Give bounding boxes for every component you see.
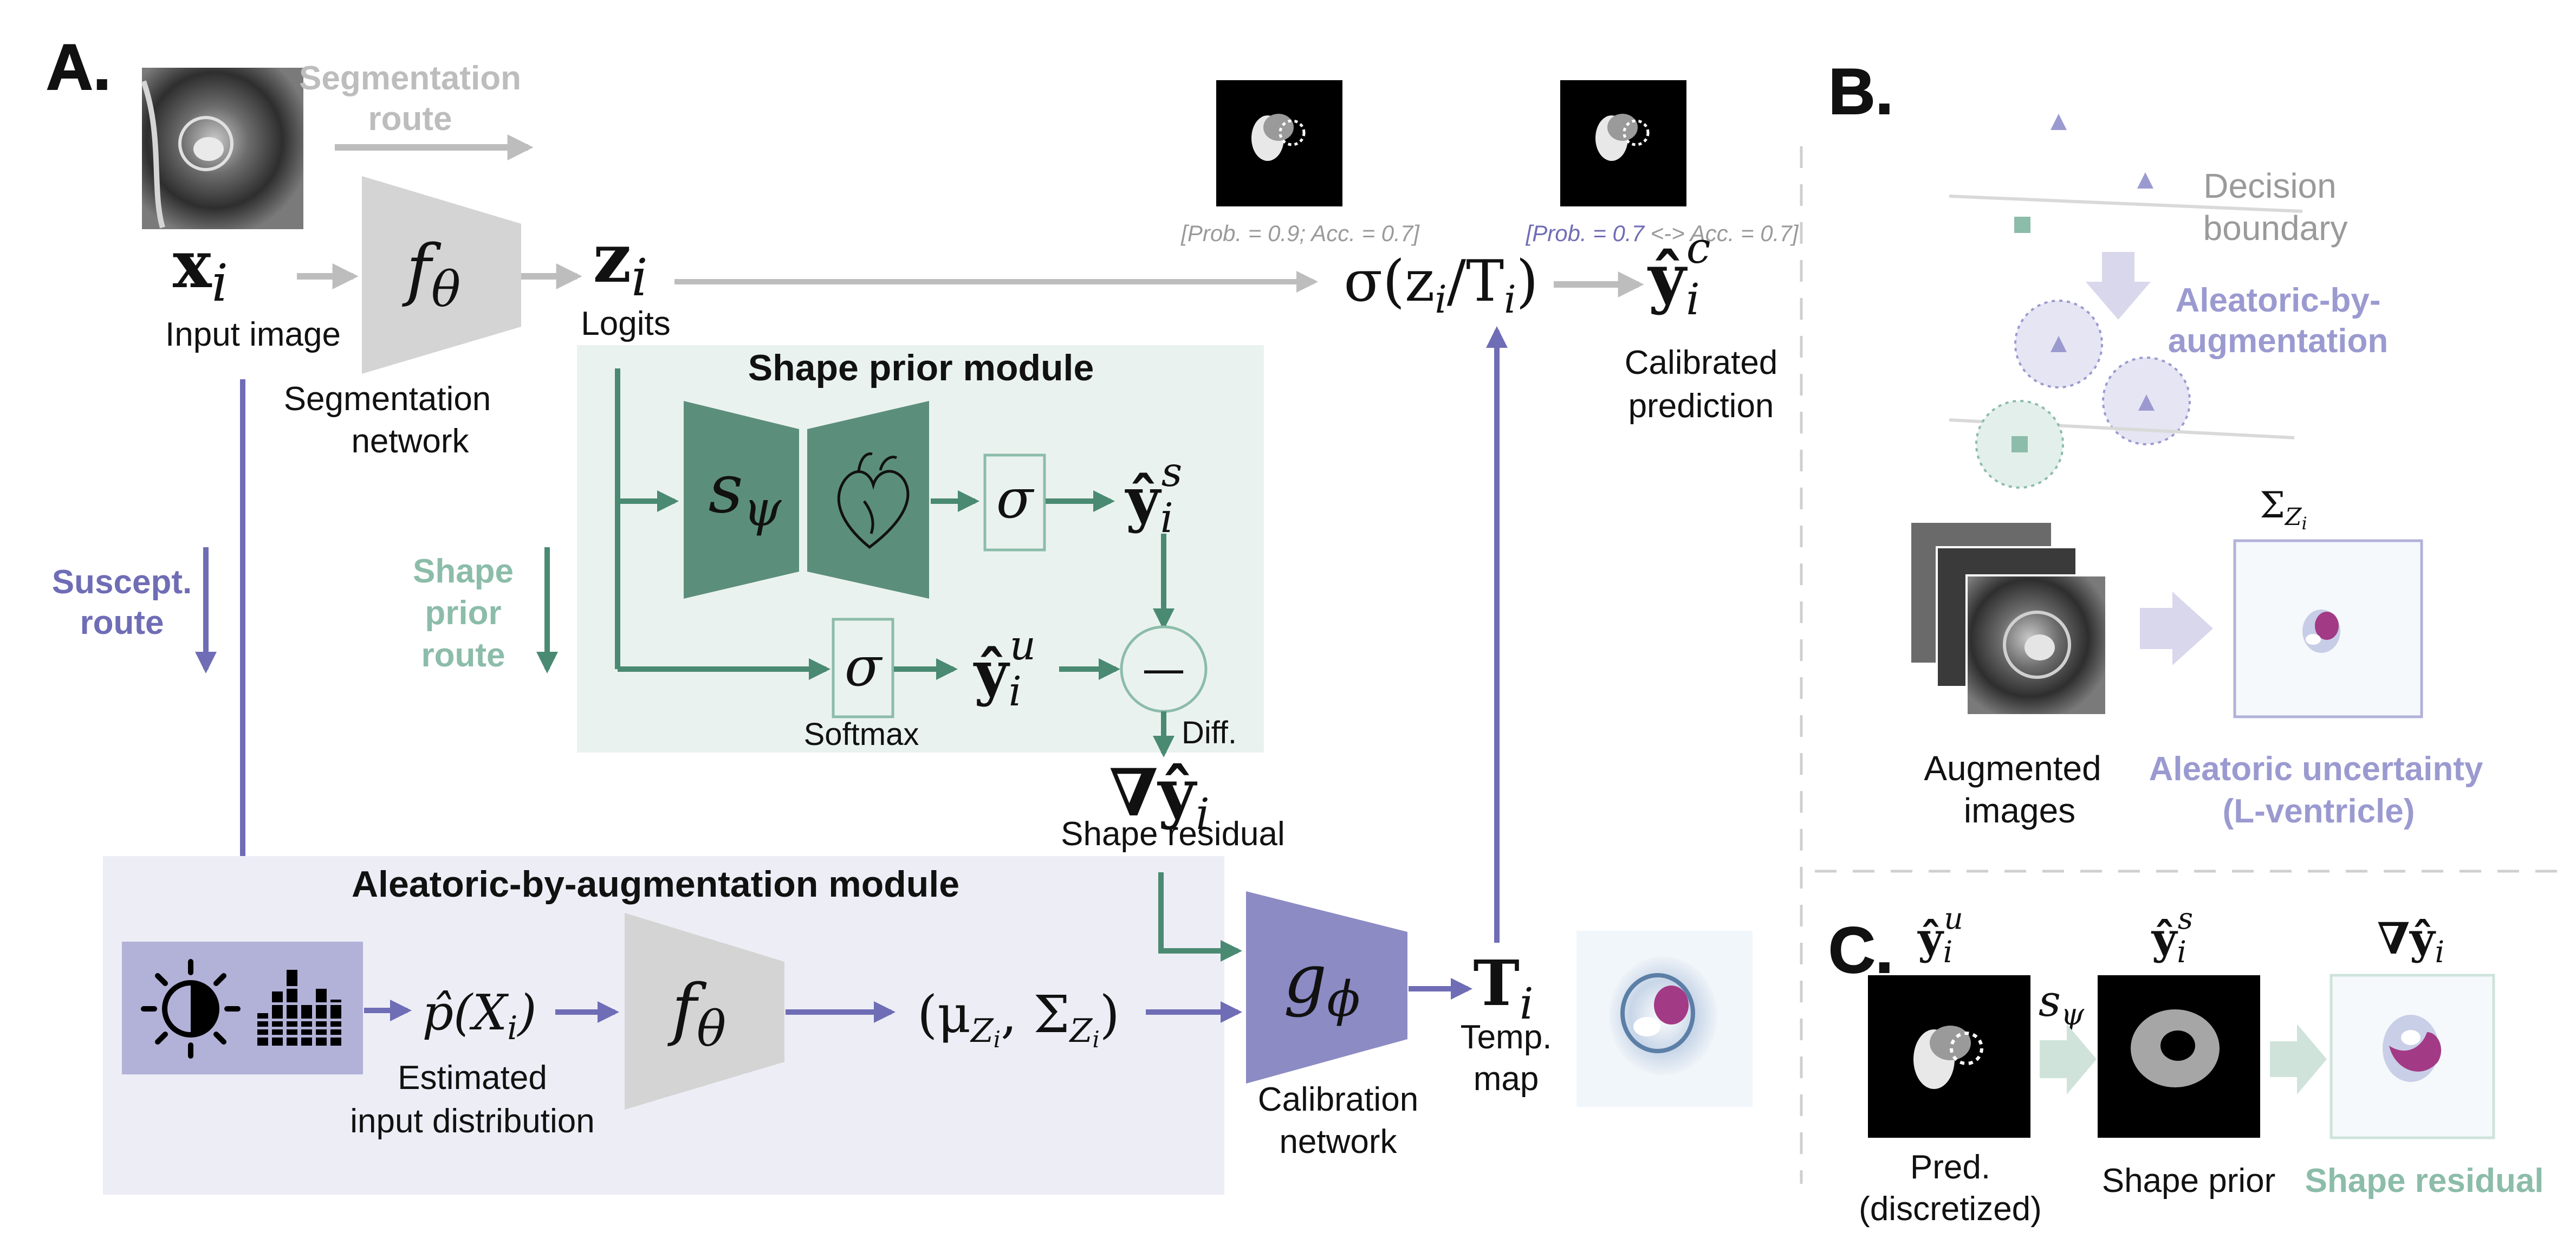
calibration-network-label-2: network: [1279, 1123, 1397, 1161]
x-i-label: xi: [173, 226, 228, 313]
y-hat-u-label: ŷiu: [973, 621, 1036, 715]
segmentation-route-label-2: route: [368, 100, 452, 138]
panel-b-letter: B.: [1828, 55, 1893, 128]
augmented-triangle-1: [2051, 336, 2067, 352]
sigma-z-label: ΣZi: [2260, 484, 2307, 534]
decision-boundary-label-2: boundary: [2203, 209, 2348, 248]
shape-prior-route-label-1: Shape: [413, 553, 514, 590]
panel-a-letter: A.: [46, 31, 111, 103]
shape-prior-network: [684, 401, 929, 599]
sigma-box-shape: [983, 453, 1046, 552]
class-a-triangle-2: [2137, 172, 2153, 189]
calibrated-mask-thumbnail: [1560, 80, 1686, 206]
aleatoric-by-augmentation-label-2: augmentation: [2168, 322, 2388, 360]
g-phi-label: gϕ: [1283, 940, 1360, 1028]
input-mri-image: [141, 68, 303, 229]
y-hat-c-label: ŷic: [1647, 223, 1710, 325]
c-arrow-prior-to-residual: [2270, 1024, 2327, 1094]
calibration-network-shape: [1246, 891, 1407, 1084]
c-s-psi-label: sψ: [2039, 976, 2085, 1032]
prob-acc-uncalibrated: [Prob. = 0.9; Acc. = 0.7]: [1180, 221, 1420, 246]
shape-prior-branch-lines: [615, 368, 830, 680]
difference-minus-symbol: —: [1142, 644, 1185, 694]
uncalibrated-mask-thumbnail: [1216, 80, 1342, 206]
c-shape-prior-image: [2098, 975, 2260, 1138]
augmentation-down-arrow: [2086, 252, 2151, 320]
aleatoric-uncertainty-label-1: Aleatoric uncertainty: [2149, 750, 2483, 788]
estimated-distribution-symbol: p̂(Xi): [422, 984, 536, 1047]
augmented-images-stack: [1911, 523, 2107, 716]
c-shape-residual-image: [2330, 974, 2495, 1139]
aleatoric-by-augmentation-label-1: Aleatoric-by-: [2176, 282, 2381, 319]
panel-a: A. Segmentation route xi Input image fθ …: [46, 30, 1799, 1195]
shape-prior-route-label-2: prior: [425, 594, 501, 632]
c-pred-label-2: (discretized): [1859, 1190, 2042, 1228]
c-nabla-y-label: ∇ŷi: [2377, 913, 2444, 969]
calibrated-prediction-label-2: prediction: [1628, 387, 1774, 425]
panel-c: C. ŷiu Pred. (discretized) sψ ŷis Shape …: [1828, 901, 2544, 1228]
panel-b: B. Decision boundary Aleatoric-by- augme…: [1828, 55, 2483, 830]
diff-label: Diff.: [1182, 715, 1237, 750]
suscept-route-label-2: route: [80, 604, 164, 641]
c-shape-residual-label: Shape residual: [2305, 1162, 2543, 1200]
shape-residual-symbol: ∇ŷi: [1109, 755, 1210, 839]
shape-prior-module-title: Shape prior module: [748, 347, 1094, 388]
prob-acc-calibrated: [Prob. = 0.7 <-> Acc. = 0.7]: [1526, 221, 1799, 246]
c-pred-label-1: Pred.: [1910, 1149, 1990, 1186]
heart-icon: [837, 452, 910, 549]
c-y-hat-s-label: ŷis: [2151, 901, 2193, 969]
temp-map-label-1: Temp.: [1461, 1019, 1552, 1056]
shape-prior-route-label-3: route: [421, 637, 505, 674]
s-psi-label: sψ: [709, 450, 782, 537]
segmentation-network-label-2: network: [351, 423, 469, 460]
temp-map-label-2: map: [1474, 1060, 1539, 1098]
t-i-label: Ti: [1473, 947, 1533, 1029]
temperature-map-thumbnail: [1576, 931, 1753, 1107]
augmented-triangle-2: [2138, 394, 2155, 411]
arrow-residual-to-g: [1158, 872, 1242, 962]
sigma-box-softmax: [832, 618, 894, 718]
estimated-distribution-label-1: Estimated: [398, 1059, 547, 1097]
aleatoric-module-title: Aleatoric-by-augmentation module: [352, 864, 959, 905]
input-image-label: Input image: [165, 316, 341, 353]
estimated-distribution-label-2: input distribution: [350, 1103, 595, 1140]
c-y-hat-u-label: ŷiu: [1917, 901, 1963, 969]
decision-boundary-line-top: [1949, 195, 2303, 213]
sigma-shape-label: σ: [996, 467, 1035, 530]
shape-residual-label: Shape residual: [1061, 815, 1285, 853]
suscept-route-label-1: Suscept.: [52, 563, 192, 601]
latent-stats-symbol: (μZi, ΣZi): [917, 985, 1120, 1053]
segmentation-network-label-1: Segmentation: [284, 380, 491, 418]
z-i-label: zi: [593, 219, 647, 308]
segmentation-network-shape: [362, 176, 521, 374]
augmented-images-label-2: images: [1964, 791, 2075, 830]
augmentation-box: [122, 942, 363, 1074]
brightness-contrast-icon: [141, 959, 241, 1059]
calibrated-softmax-expression: σ(zi/Ti): [1344, 248, 1538, 322]
panel-c-letter: C.: [1828, 914, 1893, 987]
c-shape-prior-label: Shape prior: [2102, 1162, 2276, 1200]
logits-label: Logits: [581, 305, 670, 342]
c-pred-discretized-image: [1868, 975, 2030, 1138]
aleatoric-uncertainty-map: [2233, 539, 2423, 718]
histogram-icon: [255, 970, 344, 1046]
aleatoric-uncertainty-label-2: (L-ventricle): [2223, 793, 2415, 830]
class-a-triangle-1: [2051, 114, 2067, 130]
softmax-label: Softmax: [804, 717, 919, 752]
c-arrow-pred-to-prior: [2040, 1024, 2097, 1094]
calibrated-prediction-label-1: Calibrated: [1625, 344, 1778, 381]
calibration-network-label-1: Calibration: [1258, 1081, 1418, 1118]
sigma-softmax-label: σ: [845, 635, 883, 698]
decision-boundary-label-1: Decision: [2203, 166, 2336, 205]
y-hat-s-label: ŷis: [1125, 448, 1182, 542]
segmentation-network-shape-2: [625, 913, 784, 1110]
aleatoric-right-arrow: [2140, 592, 2213, 665]
augmented-square: [2012, 436, 2028, 452]
class-b-square-1: [2014, 217, 2030, 233]
augmented-images-label-1: Augmented: [1924, 749, 2101, 788]
segmentation-route-label-1: Segmentation: [299, 60, 521, 97]
